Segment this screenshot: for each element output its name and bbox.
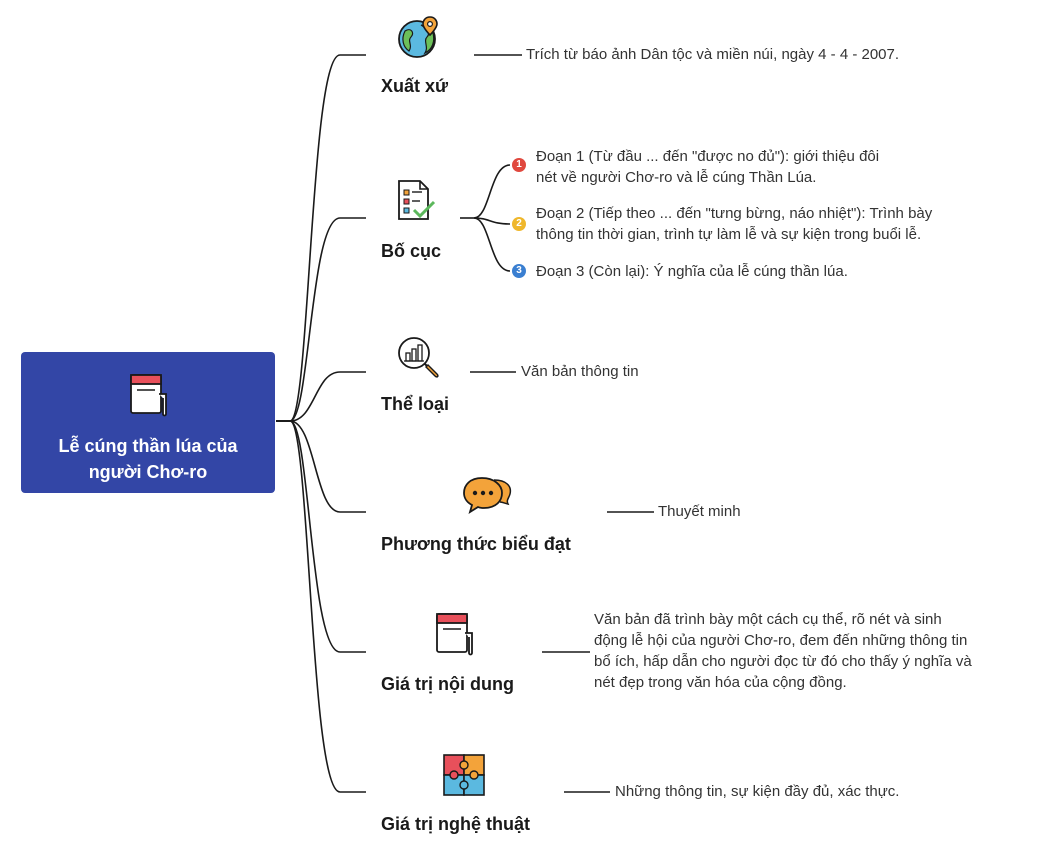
leaf-xuat-xu: Trích từ báo ảnh Dân tộc và miền núi, ng… xyxy=(526,46,900,63)
bo-cuc-item-1-line2: nét về người Chơ-ro và lễ cúng Thần Lúa. xyxy=(536,169,817,186)
branch-label-gia-tri-noi-dung: Giá trị nội dung xyxy=(381,674,514,694)
root-title-line2: người Chơ-ro xyxy=(88,461,208,482)
connector-gia-tri-noi-dung xyxy=(276,420,366,653)
notebook-icon xyxy=(434,611,478,662)
branch-label-the-loai: Thể loại xyxy=(381,394,450,414)
badge-3-icon: 3 xyxy=(512,264,526,278)
noi-dung-line-1: Văn bản đã trình bày một cách cụ thể, rõ… xyxy=(594,611,942,628)
leaf-gia-tri-noi-dung: Văn bản đã trình bày một cách cụ thể, rõ… xyxy=(594,609,972,693)
bo-cuc-item-3: Đoạn 3 (Còn lại): Ý nghĩa của lễ cúng th… xyxy=(536,263,848,280)
branch-label-phuong-thuc: Phương thức biểu đạt xyxy=(381,534,571,554)
branch-label-xuat-xu: Xuất xứ xyxy=(381,76,449,96)
bo-cuc-item-2-line1: Đoạn 2 (Tiếp theo ... đến "tưng bừng, ná… xyxy=(536,205,933,222)
bo-cuc-item-2-line2: thông tin thời gian, trình tự làm lễ và … xyxy=(536,226,922,243)
connector-the-loai xyxy=(276,371,366,422)
chart-magnifier-icon xyxy=(396,335,442,386)
noi-dung-line-2: động lễ hội của người Chơ-ro, đem đến nh… xyxy=(594,632,968,649)
root-title-line1: Lễ cúng thần lúa của xyxy=(58,435,238,456)
leaf-line-bo-cuc-1 xyxy=(473,164,511,219)
badge-1-icon: 1 xyxy=(512,158,526,172)
globe-pin-icon xyxy=(397,15,443,66)
connector-phuong-thuc xyxy=(276,420,366,513)
badge-2-icon: 2 xyxy=(512,217,526,231)
noi-dung-line-3: bổ ích, hấp dẫn cho người đọc từ đó cho … xyxy=(594,653,972,670)
checklist-icon xyxy=(396,178,436,227)
connector-xuat-xu xyxy=(276,54,366,422)
connector-gia-tri-nghe-thuat xyxy=(276,420,366,793)
bo-cuc-item-1: Đoạn 1 (Từ đầu ... đến "được no đủ"): gi… xyxy=(536,146,879,188)
root-node: Lễ cúng thần lúa của người Chơ-ro xyxy=(21,352,275,493)
bo-cuc-item-1-line1: Đoạn 1 (Từ đầu ... đến "được no đủ"): gi… xyxy=(536,148,880,165)
leaf-phuong-thuc: Thuyết minh xyxy=(658,503,741,520)
branch-label-gia-tri-nghe-thuat: Giá trị nghệ thuật xyxy=(381,814,531,834)
speech-bubbles-icon xyxy=(462,474,514,523)
puzzle-icon xyxy=(442,753,486,802)
connector-bo-cuc xyxy=(276,217,366,422)
leaf-the-loai: Văn bản thông tin xyxy=(521,363,639,380)
leaf-gia-tri-nghe-thuat: Những thông tin, sự kiện đầy đủ, xác thự… xyxy=(615,783,900,800)
notebook-icon xyxy=(126,372,170,423)
branch-label-bo-cuc: Bố cục xyxy=(381,241,442,261)
noi-dung-line-4: nét đẹp trong văn hóa của cộng đồng. xyxy=(594,674,847,691)
leaf-line-bo-cuc-3 xyxy=(473,217,511,272)
bo-cuc-item-2: Đoạn 2 (Tiếp theo ... đến "tưng bừng, ná… xyxy=(536,203,932,245)
